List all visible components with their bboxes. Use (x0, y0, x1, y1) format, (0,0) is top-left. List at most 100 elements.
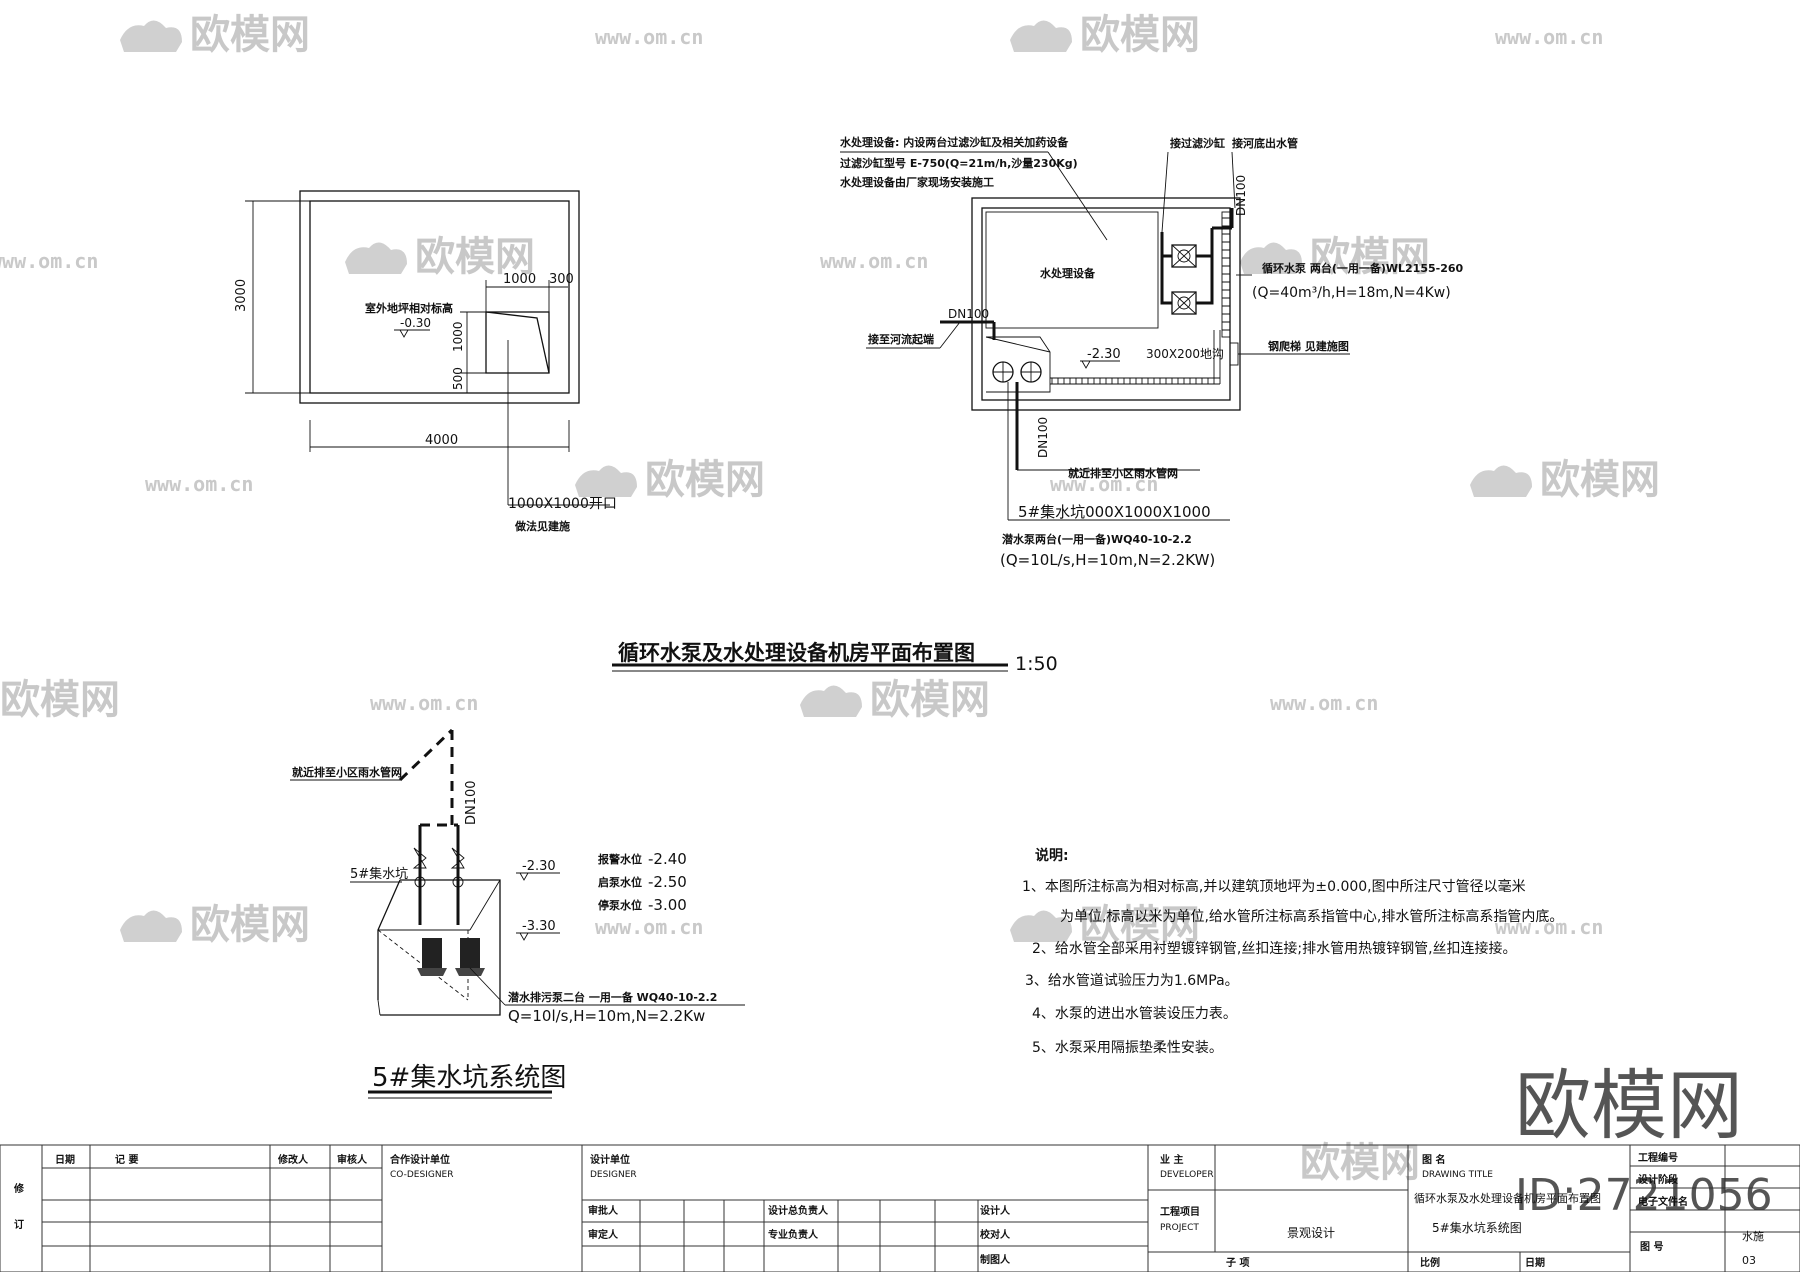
tb-dt-val-2: 5#集水坑系统图 (1432, 1220, 1522, 1235)
pump-line-1: 循环水泵 两台(一用一备)WL2155-260 (1262, 261, 1464, 275)
notes-heading: 说明: (1035, 847, 1069, 864)
tb-col-modifier: 修改人 (277, 1153, 309, 1166)
room-note-2: 过滤沙缸型号 E-750(Q=21m/h,沙量230Kg) (840, 156, 1078, 170)
tb-project-en: PROJECT (1160, 1223, 1199, 1233)
label-connect-filter: 接过滤沙缸 (1170, 136, 1225, 150)
main-title: 循环水泵及水处理设备机房平面布置图 (618, 641, 975, 665)
dim-1000-v: 1000 (451, 321, 465, 352)
system-diagram: 就近排至小区雨水管网 DN100 5#集水坑 -2.30 (290, 728, 745, 1099)
tb-owner-en: DEVELOPER (1160, 1170, 1214, 1180)
main-title-group: 循环水泵及水处理设备机房平面布置图 1:50 (612, 641, 1058, 675)
watermark-big-brand: 欧模网 (1515, 1061, 1743, 1150)
room-note-1: 水处理设备: 内设两台过滤沙缸及相关加药设备 (840, 135, 1069, 149)
watermark-brand: 欧模网 (1080, 902, 1200, 948)
watermark-brand: 欧模网 (1080, 12, 1200, 58)
dn100-left: DN100 (948, 307, 989, 321)
dim-300-top: 300 (549, 272, 574, 287)
tb-rev-2: 订 (14, 1218, 24, 1231)
tb-stage: 设计阶段 (1638, 1173, 1678, 1186)
notes: 说明: 1、本图所注标高为相对标高,并以建筑顶地坪为±0.000,图中所注尺寸管… (1022, 847, 1563, 1056)
main-scale: 1:50 (1015, 653, 1058, 675)
tb-pro-chief: 专业负责人 (768, 1228, 819, 1241)
dn100-bottom: DN100 (1036, 417, 1050, 458)
watermark-brand: 欧模网 (190, 902, 310, 948)
tb-dwg-no: 图 号 (1640, 1241, 1663, 1253)
tb-elec: 电子文件名 (1638, 1195, 1688, 1208)
sys-dn100: DN100 (464, 780, 479, 825)
sub-pump-2: (Q=10L/s,H=10m,N=2.2KW) (1000, 551, 1215, 569)
sys-nearby-rain: 就近排至小区雨水管网 (292, 765, 402, 779)
note-1b: 为单位,标高以米为单位,给水管所注标高系指管中心,排水管所注标高系指管内底。 (1060, 908, 1563, 925)
watermark-url: www.om.cn (820, 249, 928, 273)
sys-title: 5#集水坑系统图 (372, 1063, 566, 1093)
tb-drafter: 制图人 (980, 1253, 1011, 1266)
tb-designer: 设计人 (980, 1204, 1011, 1217)
note-1a: 1、本图所注标高为相对标高,并以建筑顶地坪为±0.000,图中所注尺寸管径以毫米 (1022, 878, 1526, 895)
ladder-label: 钢爬梯 见建施图 (1268, 339, 1349, 353)
watermark-brand: 欧模网 (1540, 457, 1660, 503)
elev-label: 室外地坪相对标高 (365, 301, 453, 315)
pit-label: 5#集水坑000X1000X1000 (1018, 503, 1211, 521)
dim-500-v: 500 (451, 367, 465, 390)
tb-check-set: 审定人 (588, 1228, 619, 1241)
start-val: -2.50 (648, 873, 687, 891)
sys-pump-1: 潜水排污泵二台 一用一备 WQ40-10-2.2 (508, 990, 717, 1004)
opening-note: 做法见建施 (514, 519, 570, 533)
dim-3000: 3000 (234, 279, 249, 312)
note-5: 5、水泵采用隔振垫柔性安装。 (1032, 1040, 1223, 1056)
tb-owner: 业 主 (1160, 1153, 1183, 1166)
plan-equipment-room: 水处理设备: 内设两台过滤沙缸及相关加药设备 过滤沙缸型号 E-750(Q=21… (840, 135, 1464, 569)
valve-icon (412, 847, 465, 888)
note-3: 3、给水管道试验压力为1.6MPa。 (1025, 973, 1239, 989)
tb-dwg-no-num: 03 (1742, 1254, 1756, 1267)
note-2: 2、给水管全部采用衬塑镀锌钢管,丝扣连接;排水管用热镀锌钢管,丝扣连接接。 (1032, 940, 1517, 957)
watermark-url: www.om.cn (1270, 691, 1378, 715)
tb-approve: 审批人 (588, 1204, 619, 1217)
watermark-url: www.om.cn (1050, 472, 1158, 496)
alarm-label: 报警水位 (598, 852, 642, 866)
pump-icon (417, 938, 485, 976)
watermark-brand: 欧模网 (190, 12, 310, 58)
label-river-out: 接河底出水管 (1232, 136, 1298, 150)
tb-dt: 图 名 (1422, 1153, 1445, 1166)
tb-proj-no: 工程编号 (1638, 1151, 1678, 1164)
stop-val: -3.00 (648, 896, 687, 914)
sys-e2: -3.30 (522, 919, 556, 934)
tb-project: 工程项目 (1160, 1205, 1200, 1218)
dn100-top: DN100 (1234, 175, 1248, 216)
tb-dt-en: DRAWING TITLE (1422, 1170, 1493, 1180)
watermark-url: www.om.cn (595, 25, 703, 49)
watermark-url: www.om.cn (145, 472, 253, 496)
watermark-url: www.om.cn (0, 249, 98, 273)
room-note-3: 水处理设备由厂家现场安装施工 (840, 175, 994, 189)
watermark-url: www.om.cn (1495, 25, 1603, 49)
tb-date: 日期 (1525, 1256, 1545, 1269)
sys-pump-2: Q=10l/s,H=10m,N=2.2Kw (508, 1007, 705, 1025)
watermark-brand: 欧模网 (1310, 234, 1430, 280)
watermark-brand: 欧模网 (0, 677, 120, 723)
nearby-rain: 就近排至小区雨水管网 (1068, 466, 1178, 480)
label-equipment: 水处理设备 (1040, 266, 1096, 280)
elev-2-30: -2.30 (1087, 347, 1121, 362)
tb-proof: 校对人 (980, 1228, 1011, 1241)
tb-coop: 合作设计单位 (389, 1153, 450, 1166)
watermark-url: www.om.cn (1495, 915, 1603, 939)
watermark-url: www.om.cn (595, 915, 703, 939)
dim-1000-top: 1000 (503, 272, 536, 287)
dim-4000: 4000 (425, 433, 458, 448)
pump-line-2: (Q=40m³/h,H=18m,N=4Kw) (1252, 285, 1451, 301)
sys-pit-label: 5#集水坑 (350, 866, 408, 882)
watermark-brand: 欧模网 (1300, 1140, 1420, 1186)
tb-design-unit: 设计单位 (590, 1153, 630, 1166)
note-4: 4、水泵的进出水管装设压力表。 (1032, 1006, 1237, 1022)
label-river-start: 接至河流起端 (868, 332, 934, 346)
tb-project-val: 景观设计 (1287, 1226, 1335, 1240)
tb-dt-val-1: 循环水泵及水处理设备机房平面布置图 (1414, 1191, 1601, 1205)
watermark-brand: 欧模网 (415, 234, 535, 280)
start-label: 启泵水位 (598, 875, 642, 889)
watermark-big-id: ID:2721056 (1515, 1170, 1773, 1221)
elev-value: -0.30 (400, 316, 431, 330)
alarm-val: -2.40 (648, 850, 687, 868)
watermark-layer: 欧模网 欧模网 欧模网 欧模网 欧模网 欧模网 欧模网 欧模网 欧模网 欧模网 … (0, 12, 1773, 1221)
